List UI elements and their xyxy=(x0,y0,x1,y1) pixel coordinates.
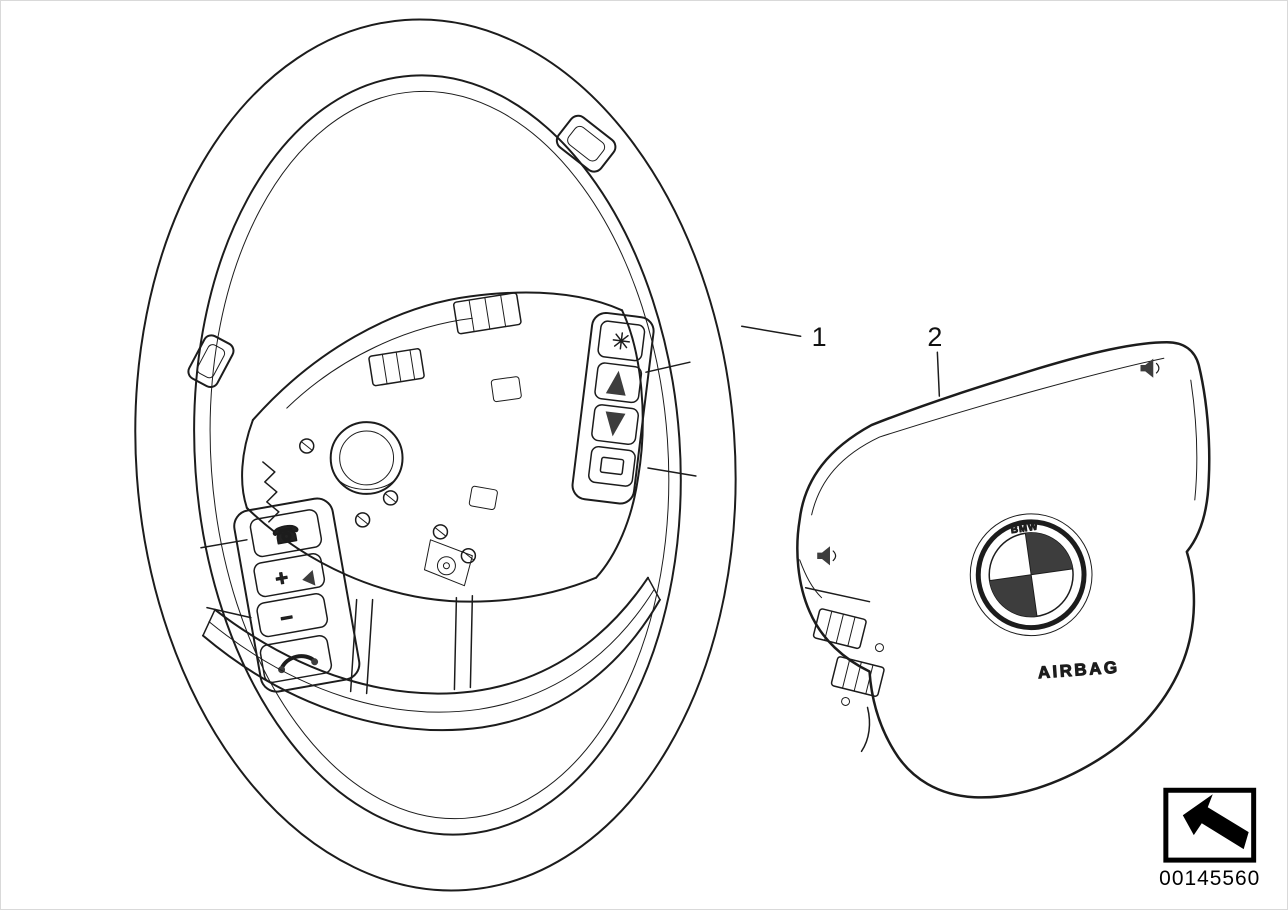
airbag-cover-text: AIRBAG xyxy=(1037,658,1120,683)
callout-2-label[interactable]: 2 xyxy=(927,322,942,352)
star-icon xyxy=(612,332,631,350)
rim-cutout-left xyxy=(187,334,235,389)
volume-up-icon: + xyxy=(273,565,290,592)
coil-spring-detail xyxy=(262,461,280,523)
wheel-button-volume-down: − xyxy=(256,593,329,638)
wheel-switch-cluster-right xyxy=(571,311,655,505)
volume-triangle-icon xyxy=(302,569,316,586)
wheel-rim-inner-contour xyxy=(209,90,670,820)
callout-1-label[interactable]: 1 xyxy=(812,322,827,352)
callout-2[interactable]: 2 xyxy=(927,322,942,397)
callout-1[interactable]: 1 xyxy=(741,322,827,352)
wheel-switch-cluster-left: ☎ + − xyxy=(233,497,361,693)
bmw-roundel: BMW xyxy=(969,513,1093,637)
wheel-button-scroll-up xyxy=(594,362,643,404)
callout-2-leader xyxy=(936,351,941,397)
catalog-logo-arrow xyxy=(1182,794,1249,850)
wheel-button-display xyxy=(588,445,636,487)
arrow-down-icon xyxy=(605,411,626,437)
phone-icon: ☎ xyxy=(271,520,302,549)
wheel-button-voice xyxy=(259,634,333,684)
connector-block-small xyxy=(490,376,522,403)
wheel-rim-inner xyxy=(193,74,682,836)
rim-cutout-top xyxy=(555,114,617,173)
callout-1-leader xyxy=(741,325,802,338)
wheel-button-phone: ☎ xyxy=(249,509,323,558)
roundel-quadrant-dark xyxy=(989,574,1037,617)
wheel-button-volume-up: + xyxy=(253,553,326,598)
steering-wheel-drawing: ☎ + − xyxy=(134,18,737,892)
roundel-quadrant-dark xyxy=(1025,532,1073,575)
catalog-logo xyxy=(1163,787,1257,863)
roundel-brand-text: BMW xyxy=(1010,521,1039,536)
airbag-seam-right xyxy=(1190,379,1198,501)
wheel-hub-frame xyxy=(200,291,697,619)
wheel-button-menu xyxy=(597,320,646,362)
arrow-up-icon xyxy=(605,370,626,396)
volume-down-icon: − xyxy=(278,604,295,631)
lower-spoke-trim xyxy=(201,576,661,732)
wheel-rim-outer xyxy=(134,18,737,892)
airbag-connector-detail xyxy=(804,586,885,753)
part-number: 00145560 xyxy=(1159,867,1260,890)
airbag-module-drawing: BMW AIRBAG xyxy=(796,341,1211,799)
airbag-cover-outline xyxy=(796,341,1211,799)
hub-bracket-detail xyxy=(423,485,498,587)
handset-icon xyxy=(279,654,317,671)
wheel-button-scroll-down xyxy=(591,404,640,446)
airbag-seam-left xyxy=(799,559,823,599)
horn-icon xyxy=(817,546,837,566)
column-boss xyxy=(329,421,404,495)
handset-icon-end xyxy=(311,658,319,666)
display-icon xyxy=(599,456,625,476)
connector-block-top xyxy=(452,292,522,335)
connector-block-mid xyxy=(368,348,425,387)
airbag-seam-top xyxy=(811,357,1165,516)
horn-icon xyxy=(1140,358,1160,378)
